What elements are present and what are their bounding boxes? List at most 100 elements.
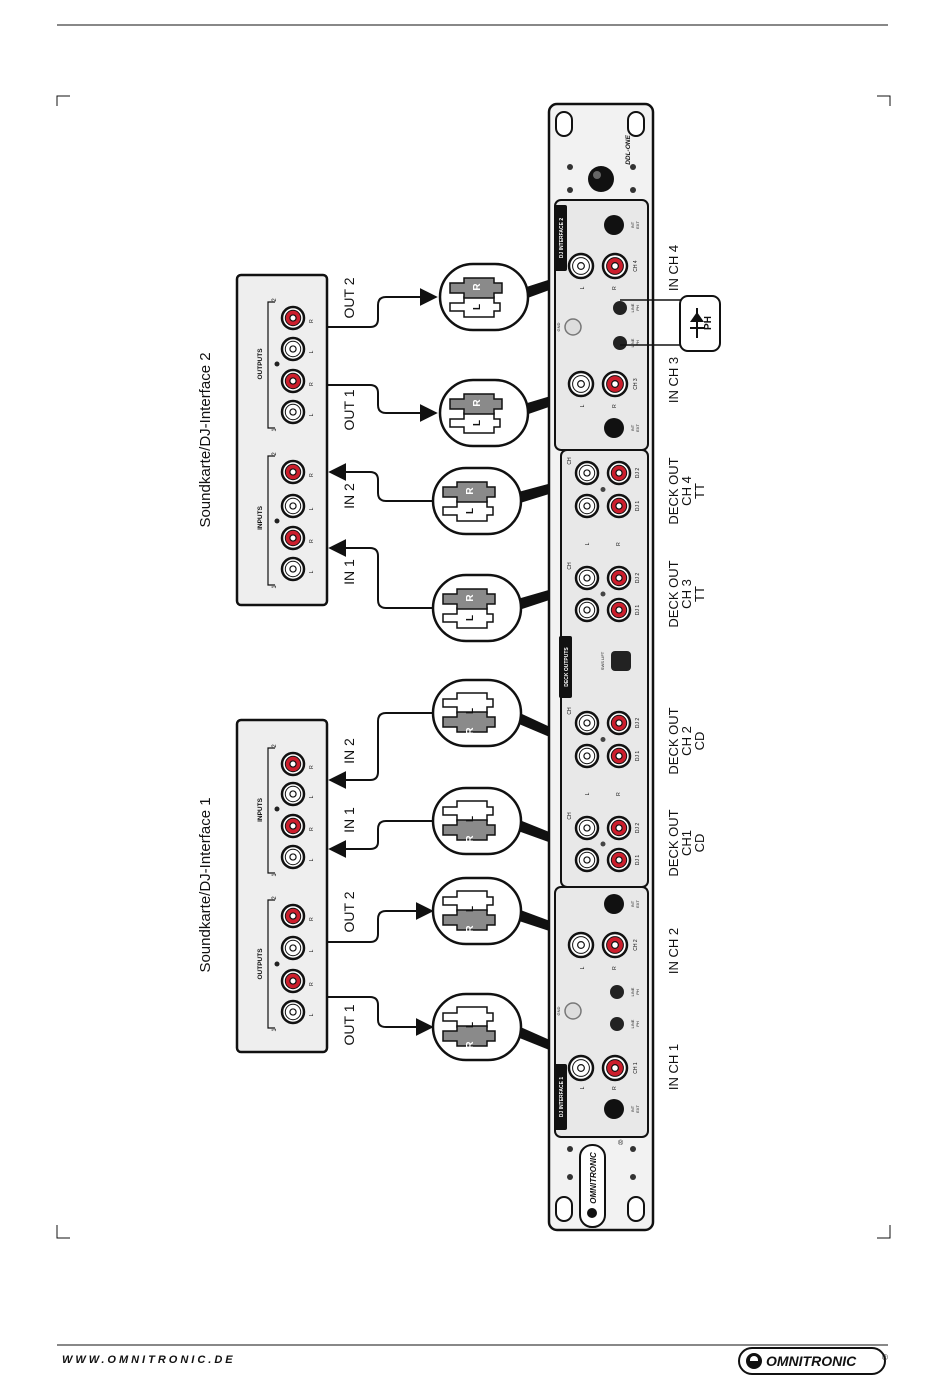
sw-ph-2: PH [635, 989, 640, 995]
plug-i1-out2-plug-r [442, 909, 496, 931]
ch2-jack-label: CH 2 [633, 939, 639, 951]
panel-deck-outputs: DECK OUTPUTS SWS LIFT [559, 449, 649, 888]
panel-dj2-label: DJ INTERFACE 2 [559, 218, 565, 259]
i1-in-num-2: 2 [272, 744, 278, 748]
sw-ph-1: PH [635, 1021, 640, 1027]
i1-out-jack-l-0 [280, 999, 306, 1025]
line-ph-sw-1 [610, 1017, 624, 1031]
deck-ch2-dj1-l [574, 743, 600, 769]
i2-out-jack-letter-2: L [309, 350, 315, 353]
deck-ch2-dj2-label: DJ 2 [635, 718, 641, 729]
ch2-l-jack [567, 931, 595, 959]
i1-in-jack-r-3 [280, 751, 306, 777]
int-ext-knob-ch2 [604, 894, 624, 914]
deck-ch2-ch-label: CH [567, 707, 573, 715]
plug-i1-out1-plug-l [442, 1006, 494, 1028]
i2-in-bracket [267, 455, 275, 586]
ch4-r-label: R [612, 286, 618, 290]
ch1-r-jack [601, 1054, 629, 1082]
ch4-l-jack [567, 252, 595, 280]
i1-out-jack-r-1 [280, 968, 306, 994]
i2-out-jack-letter-0: L [309, 413, 315, 416]
plug-i1-in2-l-letter: L [465, 708, 476, 714]
deck-ch3-ch-label: CH [567, 562, 573, 570]
sw-ph-4: PH [635, 305, 640, 311]
i1-out-bracket [267, 899, 275, 1029]
ch3-l-jack [567, 370, 595, 398]
power-knob [588, 166, 614, 192]
caption-in-ch1: IN CH 1 [666, 1044, 681, 1090]
i1-in-jack-l-0 [280, 844, 306, 870]
caption-deck_ch4-line-0: DECK OUT [666, 457, 681, 524]
plug-i1-out1-l-letter: L [465, 1022, 476, 1028]
plug-i1-in2-r-letter: R [465, 727, 476, 735]
i1-out-jack-letter-0: L [309, 1013, 315, 1016]
sw-int-3: INT [630, 424, 635, 431]
footer-url[interactable]: WWW.OMNITRONIC.DE [62, 1354, 236, 1366]
ch1-jack-label: CH 1 [633, 1062, 639, 1074]
panel-deck-label: DECK OUTPUTS [564, 647, 570, 687]
sw-int-1: INT [630, 1105, 635, 1112]
ch4-r-jack [601, 252, 629, 280]
sw-line-1: LINE [630, 1019, 635, 1028]
line-ph-sw-4 [613, 301, 627, 315]
deck-ch4-dj2-label: DJ 2 [635, 468, 641, 479]
label-i2-in2: IN 2 [341, 483, 357, 509]
plug-i2-in1-r-letter: R [465, 594, 476, 602]
panel-dj1-label: DJ INTERFACE 1 [559, 1077, 565, 1118]
plug-i2-out2-plug-r [449, 277, 503, 299]
i2-in-jack-l-0 [280, 556, 306, 582]
line-ph-sw-2 [610, 985, 624, 999]
deck-ch4-dj1-r [606, 493, 632, 519]
sw-ext-3: EXT [635, 424, 640, 432]
wire-i2-out1 [327, 384, 438, 422]
wire-i1-out2 [327, 902, 434, 943]
caption-deck_ch3-line-1: CH 3 [679, 579, 694, 609]
plug-i2-in1-plug-l [442, 607, 494, 629]
sw-ext-4: EXT [635, 221, 640, 229]
ph-switch-callout: PH [620, 295, 721, 352]
interface-2-inputs-label: INPUTS [257, 505, 264, 530]
deck-led-4 [600, 487, 606, 492]
plug-i1-in2-plug-l [442, 692, 494, 714]
i1-out-num-2: 2 [272, 896, 278, 900]
caption-deck_ch1-line-1: CH1 [679, 830, 694, 856]
channel-captions: IN CH 1 IN CH 2 IN CH 3 IN CH 4 DECK OUT… [666, 245, 707, 1090]
int-ext-knob-ch4 [604, 215, 624, 235]
plug-i2-out2-plug-l [449, 296, 501, 318]
interface-2-outputs-label: OUTPUTS [257, 348, 264, 380]
ch3-l-label: L [580, 404, 586, 407]
line-ph-sw-3 [613, 336, 627, 350]
deck-ch4-dj1-label: DJ 1 [635, 501, 641, 512]
i2-in-jack-l-2 [280, 493, 306, 519]
deck-switch-label: SWS LIFT [600, 651, 605, 670]
plug-i1-in2-plug-r [442, 711, 496, 733]
ch4-l-label: L [580, 286, 586, 289]
wire-i2-out2 [327, 288, 438, 328]
i2-in-led [274, 518, 280, 524]
plug-i2-out1-l-letter: L [472, 420, 483, 426]
interface-1-inputs-label: INPUTS [257, 797, 264, 822]
caption-in-ch4: IN CH 4 [666, 245, 681, 291]
deck-ch4-ch-label: CH [567, 457, 573, 465]
interface-1-outputs-label: OUTPUTS [257, 948, 264, 980]
gnd-terminal-1 [564, 1002, 582, 1020]
ch2-r-jack [601, 931, 629, 959]
plug-i1-out2-r-letter: R [465, 925, 476, 933]
plug-i2-out1-r-letter: R [472, 399, 483, 407]
i2-out-led [274, 361, 280, 367]
gnd-terminal-2 [564, 318, 582, 336]
plug-i2-in2-plug-r [442, 481, 496, 503]
deck-ch1-dj2-l [574, 815, 600, 841]
sw-int-2: INT [630, 900, 635, 907]
deck-led-3 [600, 591, 606, 597]
int-ext-knob-ch1 [604, 1099, 624, 1119]
deck-ch1-dj1-r [606, 847, 632, 873]
i1-in-num-1: 1 [272, 873, 278, 877]
i1-in-led [274, 806, 280, 812]
deck-ch2-dj1-r [606, 743, 632, 769]
plug-i2-out1-plug-l [449, 412, 501, 434]
sw-ext-2: EXT [635, 900, 640, 908]
plug-i2-out2-r-letter: R [472, 283, 483, 291]
